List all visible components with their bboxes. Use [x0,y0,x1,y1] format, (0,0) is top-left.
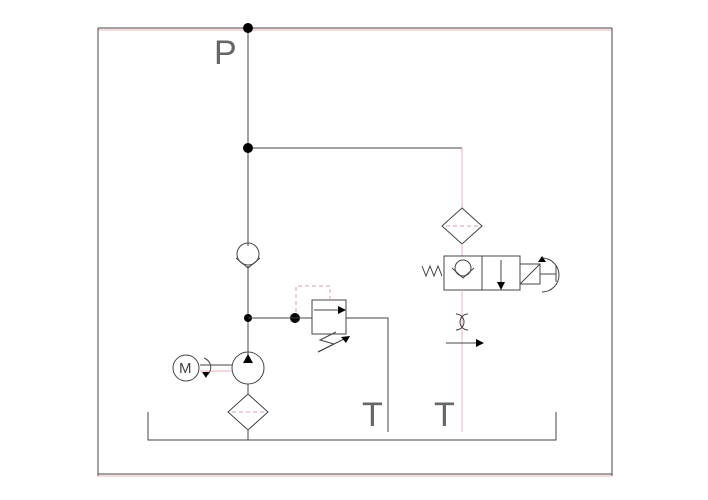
junction-top [243,23,253,33]
suction-filter [227,393,269,440]
electric-motor [172,354,212,382]
pressure-relief-valve [248,285,389,432]
enclosure-boundary [97,27,613,477]
branch-filter [441,207,483,256]
junction-branch [243,143,253,153]
tank-port-label-1: T [362,396,383,434]
valve-outlet-line [446,290,484,432]
tank-port-label-2: T [434,396,455,434]
hydraulic-pump [200,351,265,394]
pressure-port-label: P [214,34,237,72]
directional-valve [421,255,560,293]
check-valve [235,242,261,269]
tank-reservoir [147,412,557,441]
motor-label: M [179,360,192,377]
